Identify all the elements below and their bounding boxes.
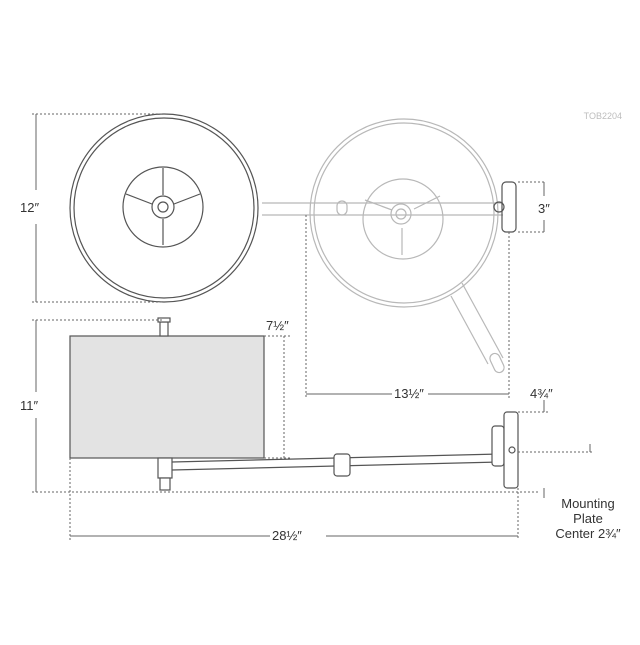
swung-shade-ring xyxy=(362,178,444,260)
side-view-lamp xyxy=(69,317,519,491)
dim-label-swing-extension: 13½″ xyxy=(394,386,424,401)
top-shade-inner xyxy=(73,117,255,299)
swung-spoke-1 xyxy=(364,199,393,211)
dim-label-plate-depth: 4¾″ xyxy=(530,386,553,401)
swing-arm-end xyxy=(489,352,505,374)
swing-arm-outline-left xyxy=(450,295,489,365)
top-spoke-2 xyxy=(173,193,201,205)
dim-label-mounting-3: Center 2¾″ xyxy=(555,526,621,541)
side-finial xyxy=(159,321,169,337)
side-finial-cap xyxy=(157,317,171,323)
top-plate-knob xyxy=(493,201,505,213)
swung-hub-inner xyxy=(395,208,407,220)
swung-shade-inner xyxy=(313,122,495,304)
dim-label-shade-offset: 7½″ xyxy=(266,318,289,333)
top-shade-ring xyxy=(122,166,204,248)
dim-label-mounting-1: Mounting xyxy=(561,496,614,511)
swing-arm-outline-right xyxy=(461,282,504,359)
top-hub-inner xyxy=(157,201,169,213)
side-plate-screw xyxy=(508,446,516,454)
swung-hub-outer xyxy=(390,203,412,225)
dimension-lines xyxy=(32,113,592,540)
side-swivel xyxy=(491,425,505,467)
top-shade-outer xyxy=(69,113,259,303)
side-shade xyxy=(69,335,265,459)
side-socket-base xyxy=(159,477,171,491)
product-code: TOB2204 xyxy=(584,111,622,121)
dim-label-overall-width: 28½″ xyxy=(272,528,302,543)
side-arm-joint xyxy=(333,453,351,477)
swung-shade-outer xyxy=(309,118,499,308)
dim-label-mounting-2: Plate xyxy=(573,511,603,526)
dim-label-top-height: 12″ xyxy=(20,200,39,215)
dim-label-plate-height: 3″ xyxy=(538,201,550,216)
swung-arm-joint xyxy=(336,200,348,216)
side-socket xyxy=(157,457,173,479)
top-view-swung-lamp xyxy=(262,118,505,374)
top-spoke-1 xyxy=(125,193,153,205)
top-hub-outer xyxy=(151,195,175,219)
dim-label-side-height: 11″ xyxy=(20,398,38,413)
top-view-lamp xyxy=(69,113,517,303)
